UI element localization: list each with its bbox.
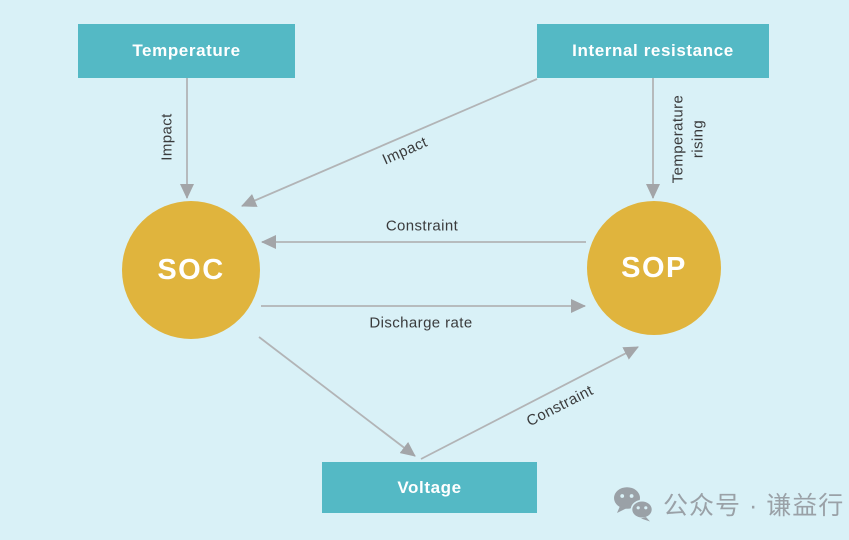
node-temperature: Temperature	[78, 24, 295, 78]
watermark: 公众号 · 谦益行	[612, 486, 844, 522]
node-soc: SOC	[122, 201, 260, 339]
node-soc-label: SOC	[157, 253, 225, 286]
node-sop: SOP	[587, 201, 721, 335]
node-sop-label: SOP	[621, 251, 687, 284]
node-internal-resistance: Internal resistance	[537, 24, 769, 78]
edge-soc-to-voltage	[258, 336, 416, 457]
edge-internal-resistance-to-soc	[241, 78, 538, 207]
node-temperature-label: Temperature	[132, 41, 241, 60]
node-internal-resistance-label: Internal resistance	[572, 41, 734, 60]
node-voltage-label: Voltage	[397, 477, 462, 497]
edge-label-constraint-sop-soc: Constraint	[385, 217, 459, 235]
edge-voltage-to-sop	[420, 346, 639, 460]
edge-label-impact-temperature-soc: Impact	[158, 113, 176, 161]
edge-label-discharge-rate: Discharge rate	[369, 314, 473, 332]
watermark-text: 公众号 · 谦益行	[663, 492, 845, 520]
edge-label-temperature-rising: Temperature rising	[669, 94, 707, 184]
wechat-icon	[614, 487, 654, 522]
node-voltage: Voltage	[322, 462, 537, 513]
